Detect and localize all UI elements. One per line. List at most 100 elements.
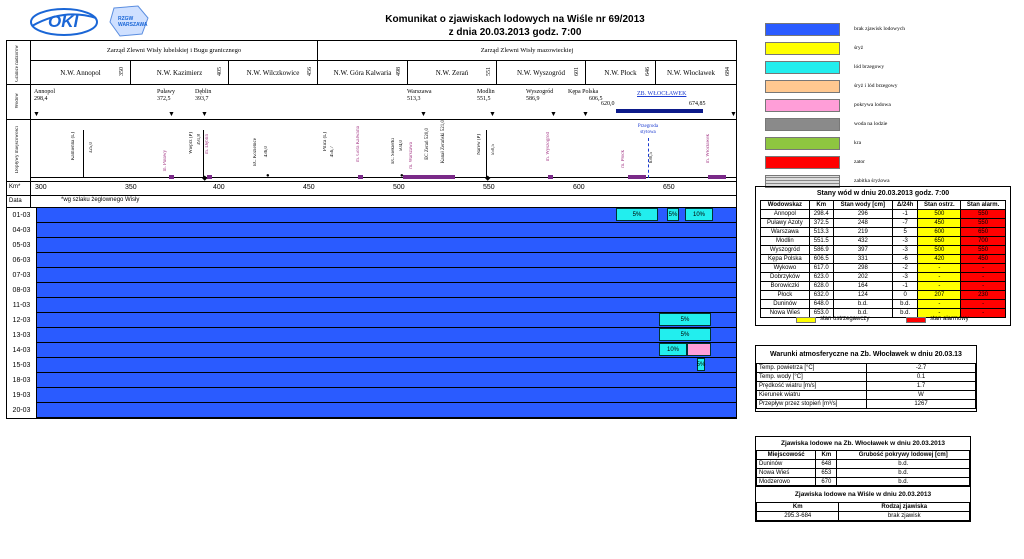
table-cell: Wyszogród [760,245,810,255]
zb-wloclawek-bar [616,109,703,113]
date-cell: 07-03 [7,268,37,283]
confluence-marker-icon: ◆ [485,175,491,182]
label-granice-cell: Granice nadzorów [7,41,31,85]
table-cell: 632.0 [808,290,834,300]
legend-swatch [765,60,840,74]
table-cell: 600 [917,227,962,237]
legend-swatch [765,98,840,112]
km-tick: 300 [35,184,47,191]
table-cell: Przepływ przez stopień [m³/s] [756,399,867,409]
table-cell: b.d. [836,459,970,469]
gauge-marker-icon: ▼ [168,110,175,118]
nadzor-wyszogrod: N.W. Wyszogród [497,61,586,85]
zarzad-right: Zarząd Zlewni Wisły mazowieckiej [318,41,736,61]
town-marker [708,175,726,179]
town-plock: m. Płock [621,150,626,168]
nadzor-plock: N.W. Płock [586,61,656,85]
table-cell: Puławy Azoty [760,218,810,228]
town-deblin: m. Dęblin [205,134,210,154]
table-header: Grubość pokrywy lodowej [cm] [836,450,970,460]
town-marker [207,175,212,179]
gauge-marker-icon: ▼ [730,110,737,118]
table-header: Km [755,502,840,512]
km-note: *wg szlaku żeglownego Wisły [61,197,140,203]
table-header: Stan wody [cm] [832,200,893,210]
table-cell: 550 [960,245,1006,255]
ec-zeran: EC Żerań 520,0 [425,128,430,160]
table-cell: 500 [917,245,962,255]
nadzor-name: N.W. Zerań [435,69,469,77]
ec-kozienice: EC Kozienice [253,138,258,166]
gauge-name: Dęblin [195,89,212,95]
ice-chart: Granice nadzorów Wodow Dopływy miejscowo… [6,40,737,419]
table-cell: 298 [832,263,893,273]
zjawiska-wisla-panel: Zjawiska lodowe na Wiśle w dniu 20.03.20… [755,486,971,522]
table-row: Przepływ przez stopień [m³/s]1267 [756,399,976,409]
town-marker [169,175,174,179]
ec-siekierki: EC Siekierki [391,138,396,164]
tributary-km: 456,7 [330,146,335,158]
ice-state-bar [37,343,736,357]
table-cell: - [917,263,962,273]
nadzor-name: N.W. Wyszogród [517,69,565,77]
gauge-name: Warszawa [407,89,432,95]
table-cell: 0 [891,290,919,300]
ec-km: 504,0 [399,140,404,152]
zarzad-left: Zarząd Zlewni Wisły lubelskiej i Bugu gr… [31,41,318,61]
ice-state-bar [37,403,736,417]
table-cell: 500 [917,209,962,219]
stany-panel: Stany wód w dniu 20.03.2013 godz. 7:00 W… [755,186,1011,326]
table-cell: 1267 [866,399,976,409]
table-cell: 420 [917,254,962,264]
label-data: Data [7,196,31,208]
gauge-km: 586,9 [526,96,540,102]
table-cell: Annopol [760,209,810,219]
table-cell: -3 [891,272,919,282]
table-cell: Kępa Polska [760,254,810,264]
nadzor-name: N.W. Płock [604,69,637,77]
table-cell: 372.5 [808,218,834,228]
tributary-km: 325,0 [89,142,94,154]
date-cell: 11-03 [7,298,37,313]
gauge-name: Wyszogród [526,89,554,95]
legend-swatch [765,22,840,36]
gauge-name: Kępa Polska [568,89,599,95]
nadzor-km: 498 [396,67,402,76]
table-header: Km [808,200,834,210]
ice-percent-cell: 5% [697,358,705,371]
table-cell: -3 [891,236,919,246]
date-row: 11-03 [7,298,736,313]
date-cell: 13-03 [7,328,37,343]
town-marker [628,175,646,179]
table-row: Prędkość wiatru [m/s]1.7 [756,381,976,391]
table-header: Δ/24h [891,200,919,210]
legend-label: śryż [854,45,864,51]
rzgw-logo: RZGW WARSZAWA [108,4,152,38]
legend-label: pokrywa lodowa [854,102,891,108]
nadzor-name: N.W. Kazimierz [156,69,203,77]
ec-marker-icon: ● [400,173,404,179]
legend-item: śryż [765,41,1007,55]
table-cell: 164 [832,281,893,291]
legend-alarm-swatch [906,317,926,323]
warunki-panel: Warunki atmosferyczne na Zb. Włocławek w… [755,345,977,412]
legend-alarm: stan alarmowy [930,316,969,322]
legend-item: zabitka śryżowa [765,174,1007,188]
table-cell: 623.0 [808,272,834,282]
ice-state-bar [37,313,736,327]
table-cell: - [960,308,1006,318]
nadzor-km: 684 [725,67,731,76]
table-cell: 432 [832,236,893,246]
town-marker [403,175,455,179]
legend-label: lód brzegowy [854,64,885,70]
nadzor-annopol: N.W. Annopol [31,61,131,85]
table-cell: -2.7 [866,363,976,373]
table-cell: 0.1 [866,372,976,382]
